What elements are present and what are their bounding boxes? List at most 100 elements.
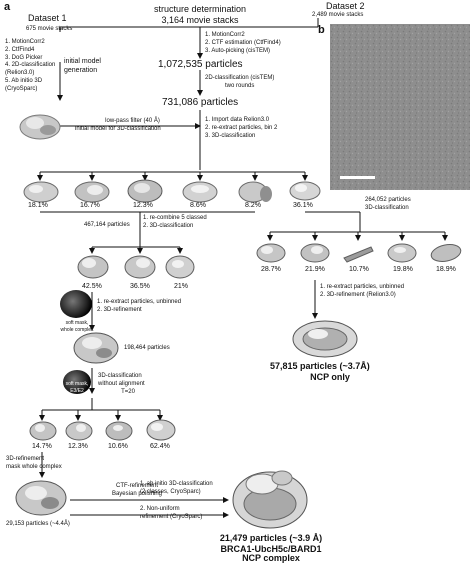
class3d-noalign-line: T=20 [121, 389, 135, 395]
class3-pct-1: 14.7% [32, 443, 52, 450]
dataset2-title: Dataset 2 [326, 1, 365, 11]
micrograph-texture [330, 24, 470, 190]
initial-model-label-line: generation [64, 67, 98, 74]
import-step: 3. 3D-classification [205, 132, 256, 139]
particles-29153: 29,153 particles (~4.4Å) [6, 521, 70, 527]
import-step: 1. Import data Relion3.0 [205, 117, 270, 123]
dataset1-steps: 1. MotionCorr2 2. CtfFind4 3. DoG Picker… [5, 39, 55, 94]
soft-mask-whole-complex [60, 290, 92, 318]
right-branch-line: 3D-classification [365, 205, 409, 211]
top-count: 3,164 movie stacks [161, 15, 239, 25]
micrograph-image [330, 24, 470, 190]
ncp-map [292, 320, 358, 358]
class3-pct-3: 10.6% [108, 443, 128, 450]
final-steps-1: 1. ab initio 3D-classification (2 classe… [140, 480, 213, 496]
right-class-pct-1: 28.7% [261, 266, 281, 273]
particles-1072535: 1,072,535 particles [158, 59, 243, 70]
mask1-line: soft mask, [65, 320, 89, 326]
right-class-map-1 [256, 243, 286, 263]
right-class-map-3 [343, 246, 374, 263]
class-map-4 [182, 181, 218, 203]
panel-label-b: b [318, 24, 325, 36]
refine-mask-label: 3D-refinement mask whole complex [6, 455, 62, 471]
panel-label-a: a [4, 1, 11, 13]
final-steps-2: 2. Non-uniform refinement (CryoSparc) [140, 505, 202, 521]
class-pct-6: 36.1% [293, 202, 313, 209]
reextract-left-steps: 1. re-extract particles, unbinned 2. 3D-… [97, 298, 181, 314]
mask1-label: soft mask, whole complex [56, 320, 98, 333]
reextract-left-step: 1. re-extract particles, unbinned [97, 299, 182, 305]
particles-731086: 731,086 particles [162, 97, 239, 108]
right-class-map-2 [300, 243, 330, 263]
particles-198464: 198,464 particles [124, 345, 170, 351]
ctf-refine-line: Bayesian polishing [111, 491, 163, 497]
class-map-5 [238, 181, 272, 203]
soft-mask-e3-e2 [63, 370, 91, 394]
reextract-right-step: 2. 3D-refinement (Relion3.0) [320, 292, 396, 298]
initial-model-label-line: initial model [64, 58, 101, 65]
class3d-noalign-line: 3D-classification [98, 373, 142, 379]
class2-pct-3: 21% [174, 283, 189, 290]
final-step-line: 1. ab initio 3D-classification [140, 481, 213, 487]
class-map-2 [74, 181, 110, 203]
class-pct-1: 18.1% [28, 202, 48, 209]
recombine-steps: 1. re-combine 5 classed 2. 3D-classifica… [143, 214, 207, 230]
class3d-noalign-line: without alignment [98, 381, 145, 387]
class-pct-5: 8.2% [245, 202, 261, 209]
dataset2-count: 2,489 movie stacks [312, 12, 364, 18]
final-result-complex: BRCA1-UbcH5c/BARD1 [220, 544, 322, 554]
preprocessing-step: 3. Auto-picking (cisTEM) [205, 47, 271, 54]
left-branch-count: 467,164 particles [84, 222, 130, 228]
class3-map-2 [65, 421, 93, 441]
right-class-pct-4: 19.8% [393, 266, 413, 273]
dataset1-count: 675 movie stacks [26, 26, 73, 32]
right-class-pct-5: 18.9% [436, 266, 456, 273]
initial-model-label: initial model generation [64, 57, 101, 75]
final-result-particles: 21,479 particles (~3.9 Å) [219, 533, 323, 543]
import-steps: 1. Import data Relion3.0 2. re-extract p… [205, 117, 277, 140]
right-branch-label: 264,052 particles 3D-classification [365, 196, 411, 212]
dataset1-title: Dataset 1 [28, 13, 67, 23]
class2d-line: 2D-classification (cisTEM) [205, 75, 275, 81]
ctf-refine-label: CTF-refinement Bayesian polishing [82, 482, 192, 498]
final-result-ncp: NCP complex [242, 553, 300, 563]
ncp-result-label: NCP only [310, 372, 350, 382]
right-branch-line: 264,052 particles [365, 197, 411, 203]
mask2-label: soft mask, E3/E2 [57, 381, 97, 394]
class3-pct-2: 12.3% [68, 443, 88, 450]
reextract-left-step: 2. 3D-refinement [97, 307, 142, 313]
dataset1-step: 5. Ab initio 3D [5, 77, 43, 84]
import-step: 2. re-extract particles, bin 2 [205, 124, 278, 131]
class-pct-2: 16.7% [80, 202, 100, 209]
class-map-6 [289, 181, 321, 201]
recombine-step: 1. re-combine 5 classed [143, 215, 207, 221]
dataset1-step: 3. DoG Picker [5, 54, 43, 61]
dataset1-step: 2. CtfFind4 [5, 46, 35, 53]
class-map-3 [127, 179, 163, 203]
class2-map-3 [165, 255, 195, 279]
refined-map-198464 [73, 332, 119, 364]
lowpass-label: low-pass filter (40 Å) initial model for… [75, 117, 190, 133]
class-map-1 [23, 181, 59, 203]
class3-pct-4: 62.4% [150, 443, 170, 450]
final-step-line: (2 classes, CryoSparc) [140, 489, 201, 495]
class-pct-3: 12.3% [133, 202, 153, 209]
final-complex-map [232, 470, 308, 529]
lowpass-line: low-pass filter (40 Å) [105, 118, 160, 124]
class3d-noalign: 3D-classification without alignment T=20 [98, 372, 158, 396]
class2-pct-2: 36.5% [130, 283, 150, 290]
dataset1-step: 4. 2D-classification [5, 62, 56, 69]
dataset1-step: (Relion3.0) [5, 70, 35, 77]
dataset1-step: (CryoSparc) [5, 85, 38, 92]
initial-model-map [19, 114, 61, 140]
class2d-label: 2D-classification (cisTEM) two rounds [205, 75, 274, 91]
refine-mask-line: 3D-refinement [6, 456, 45, 462]
mask1-line: whole complex [60, 326, 94, 333]
scale-bar [340, 176, 375, 179]
ncp-result-particles: 57,815 particles (~3.7Å) [270, 361, 370, 371]
reextract-right-steps: 1. re-extract particles, unbinned 2. 3D-… [320, 283, 404, 299]
class2-map-1 [77, 255, 109, 279]
right-class-map-4 [387, 243, 417, 263]
lowpass-line: initial model for 3D-classification [75, 126, 161, 132]
refined-map-29153 [15, 480, 67, 516]
